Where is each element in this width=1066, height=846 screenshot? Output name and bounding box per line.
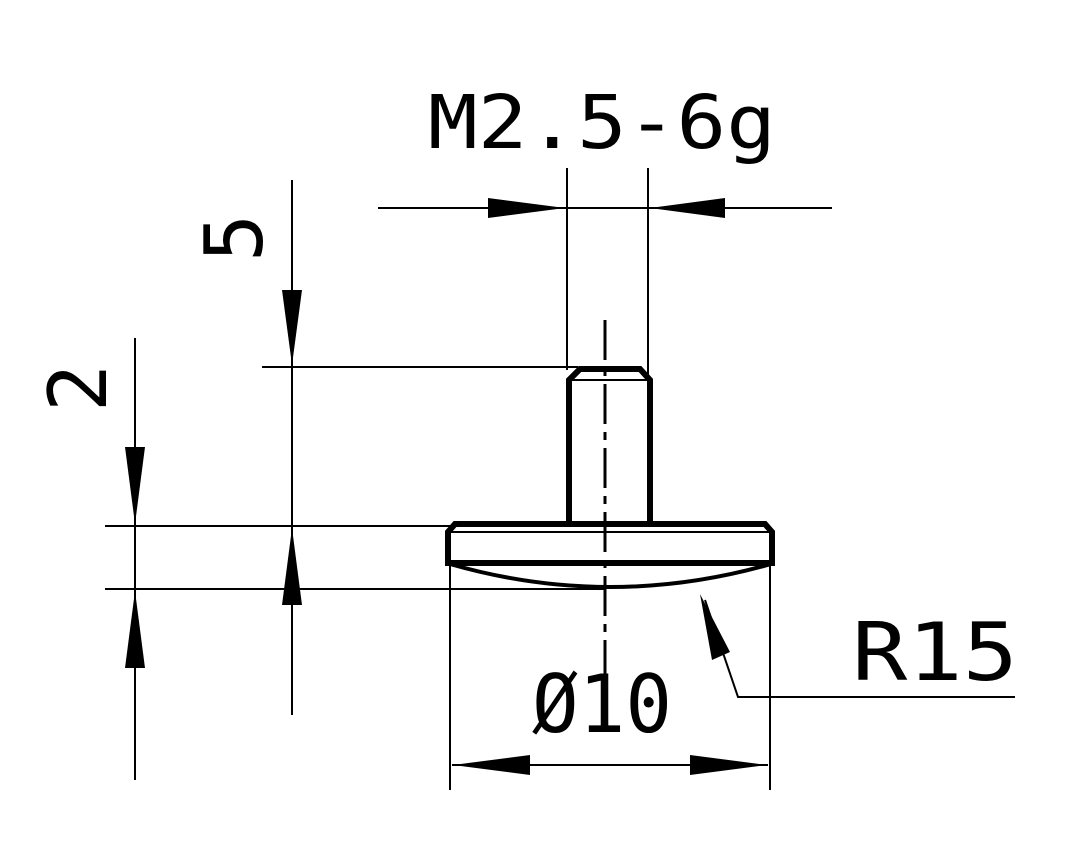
thread-dimension xyxy=(378,168,832,375)
head xyxy=(445,521,775,566)
radius-leader xyxy=(700,594,1015,698)
diameter-dimension xyxy=(452,755,768,775)
head-height-label: 2 xyxy=(32,364,125,412)
radius-label: R15 xyxy=(852,606,1018,699)
stem xyxy=(566,366,653,525)
stem-length-dimension xyxy=(282,180,302,715)
head-height-dimension xyxy=(125,338,145,780)
spherical-face xyxy=(449,562,772,589)
thread-label: M2.5-6g xyxy=(428,80,776,166)
stem-length-label: 5 xyxy=(188,214,281,262)
diameter-label: Ø10 xyxy=(532,658,672,751)
